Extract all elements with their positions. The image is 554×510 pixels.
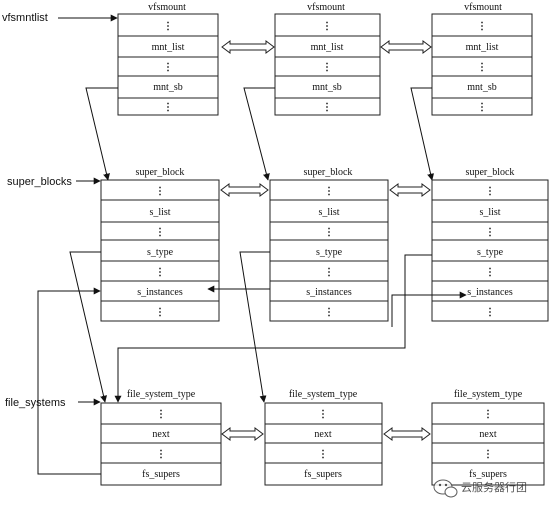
- ellipsis-cell: ⋮: [155, 227, 165, 238]
- super-block-2: super_block ⋮ s_list ⋮ s_type ⋮ s_instan…: [269, 167, 389, 322]
- mnt-sb-pointer-3: [410, 87, 435, 181]
- mnt-sb-cell: mnt_sb: [467, 82, 496, 93]
- s-list-cell: s_list: [479, 207, 500, 218]
- fs-supers-cell: fs_supers: [142, 469, 180, 480]
- s-type-pointer-3: [114, 254, 432, 403]
- super-block-title: super_block: [466, 167, 515, 178]
- file-systems-label: file_systems: [5, 397, 66, 409]
- double-arrow-icon: [221, 427, 264, 441]
- mnt-sb-pointer-2: [243, 87, 275, 181]
- next-cell: next: [152, 429, 169, 440]
- s-type-cell: s_type: [147, 247, 174, 258]
- super-block-3: super_block ⋮ s_list ⋮ s_type ⋮ s_instan…: [431, 167, 549, 322]
- file-system-type-title: file_system_type: [127, 389, 196, 400]
- ellipsis-cell: ⋮: [485, 186, 495, 197]
- ellipsis-cell: ⋮: [318, 409, 328, 420]
- ellipsis-cell: ⋮: [477, 102, 487, 113]
- connectors: [37, 14, 467, 475]
- vfsmount-3: vfsmount ⋮ mnt_list ⋮ mnt_sb ⋮: [431, 2, 533, 116]
- s-instances-cell: s_instances: [306, 287, 352, 298]
- super-block-title: super_block: [136, 167, 185, 178]
- file-system-type-3: file_system_type ⋮ next ⋮ fs_supers: [431, 389, 545, 486]
- s-type-pointer-2: [239, 251, 270, 403]
- mnt-list-cell: mnt_list: [152, 42, 185, 53]
- s-list-cell: s_list: [149, 207, 170, 218]
- watermark-text: 云服务器行团: [461, 481, 527, 494]
- ellipsis-cell: ⋮: [485, 227, 495, 238]
- ellipsis-cell: ⋮: [155, 186, 165, 197]
- s-type-pointer-1: [69, 251, 107, 403]
- super-block-title: super_block: [304, 167, 353, 178]
- super-blocks-label: super_blocks: [7, 176, 72, 188]
- double-arrow-icon: [383, 427, 431, 441]
- s-instances-link-2: [391, 291, 467, 327]
- fs-supers-pointer: [37, 287, 101, 475]
- double-arrow-icon: [380, 40, 432, 54]
- super-block-1: super_block ⋮ s_list ⋮ s_type ⋮ s_instan…: [100, 167, 220, 322]
- double-arrow-icon: [221, 40, 275, 54]
- vfsmount-title: vfsmount: [307, 2, 345, 13]
- ellipsis-cell: ⋮: [324, 186, 334, 197]
- file-system-type-2: file_system_type ⋮ next ⋮ fs_supers: [264, 389, 383, 486]
- file-system-type-1: file_system_type ⋮ next ⋮ fs_supers: [100, 389, 222, 486]
- ellipsis-cell: ⋮: [163, 62, 173, 73]
- vfsmount-2: vfsmount ⋮ mnt_list ⋮ mnt_sb ⋮: [274, 2, 381, 116]
- ellipsis-cell: ⋮: [322, 21, 332, 32]
- ellipsis-cell: ⋮: [477, 21, 487, 32]
- mnt-sb-cell: mnt_sb: [312, 82, 341, 93]
- watermark: 云服务器行团: [433, 479, 527, 498]
- mnt-list-cell: mnt_list: [466, 42, 499, 53]
- ellipsis-cell: ⋮: [485, 307, 495, 318]
- s-type-cell: s_type: [316, 247, 343, 258]
- ellipsis-cell: ⋮: [156, 409, 166, 420]
- double-arrow-icon: [389, 183, 431, 197]
- vfsmntlist-label: vfsmntlist: [2, 12, 48, 24]
- mnt-sb-cell: mnt_sb: [153, 82, 182, 93]
- wechat-icon: [433, 479, 458, 498]
- s-type-cell: s_type: [477, 247, 504, 258]
- fs-supers-cell: fs_supers: [304, 469, 342, 480]
- fs-supers-cell: fs_supers: [469, 469, 507, 480]
- vfsmount-1: vfsmount ⋮ mnt_list ⋮ mnt_sb ⋮: [117, 2, 219, 116]
- ellipsis-cell: ⋮: [155, 267, 165, 278]
- ellipsis-cell: ⋮: [322, 62, 332, 73]
- ellipsis-cell: ⋮: [156, 449, 166, 460]
- vfsmount-title: vfsmount: [148, 2, 186, 13]
- ellipsis-cell: ⋮: [155, 307, 165, 318]
- ellipsis-cell: ⋮: [324, 267, 334, 278]
- next-cell: next: [314, 429, 331, 440]
- mnt-list-cell: mnt_list: [311, 42, 344, 53]
- s-instances-cell: s_instances: [137, 287, 183, 298]
- file-system-type-title: file_system_type: [289, 389, 358, 400]
- ellipsis-cell: ⋮: [477, 62, 487, 73]
- mnt-sb-pointer-1: [85, 87, 118, 181]
- double-arrow-icon: [220, 183, 269, 197]
- ellipsis-cell: ⋮: [485, 267, 495, 278]
- ellipsis-cell: ⋮: [322, 102, 332, 113]
- ellipsis-cell: ⋮: [324, 307, 334, 318]
- s-instances-cell: s_instances: [467, 287, 513, 298]
- ellipsis-cell: ⋮: [483, 449, 493, 460]
- ellipsis-cell: ⋮: [483, 409, 493, 420]
- ellipsis-cell: ⋮: [318, 449, 328, 460]
- double-arrows: [220, 40, 432, 441]
- ellipsis-cell: ⋮: [324, 227, 334, 238]
- vfsmount-title: vfsmount: [464, 2, 502, 13]
- ellipsis-cell: ⋮: [163, 21, 173, 32]
- s-list-cell: s_list: [318, 207, 339, 218]
- ellipsis-cell: ⋮: [163, 102, 173, 113]
- next-cell: next: [479, 429, 496, 440]
- file-system-type-title: file_system_type: [454, 389, 523, 400]
